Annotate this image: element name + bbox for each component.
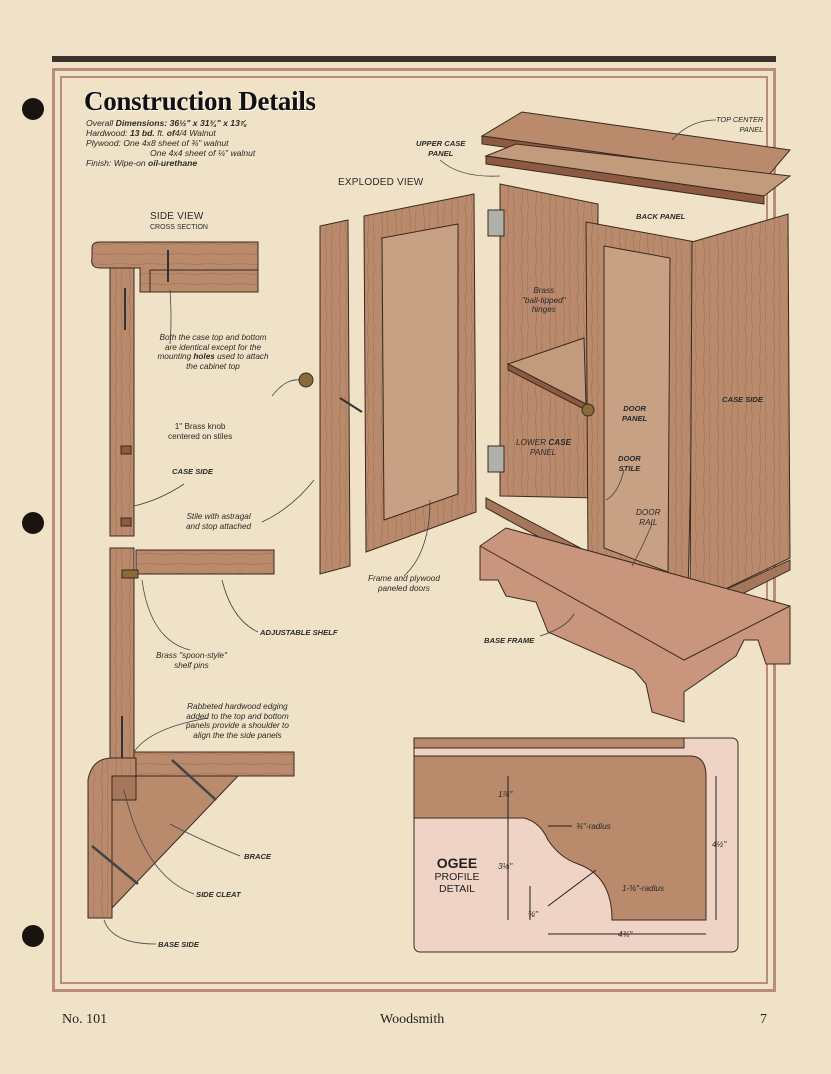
project-specs: Overall Dimensions: 36½" x 31¾" x 13⅞ Ha… xyxy=(86,118,255,168)
label-line: PANEL xyxy=(530,447,557,457)
radius-large-label: 1-⅜"-radius xyxy=(622,884,665,893)
note-line: added to the top and bottom xyxy=(186,711,289,721)
base-frame-label: BASE FRAME xyxy=(484,636,535,645)
spec-label: Hardwood: xyxy=(86,128,128,138)
label-word: CASE xyxy=(548,438,572,447)
label-line: PANEL xyxy=(739,124,764,134)
spec-label: Overall xyxy=(86,118,114,128)
door-rail-label: DOOR RAIL xyxy=(636,508,661,527)
spec-value: 13 bd. xyxy=(129,128,155,138)
note-word: used to attach xyxy=(217,352,269,361)
label-line: hinges xyxy=(531,305,556,314)
exploded-view-drawing xyxy=(298,111,792,723)
note-line: Brass "spoon-style" xyxy=(156,651,227,660)
spec-word: of xyxy=(166,128,175,138)
binder-hole-icon xyxy=(22,512,44,534)
dim-height: 4½" xyxy=(712,840,727,849)
spec-value: One 4x8 sheet of ¾" walnut xyxy=(123,138,229,148)
dim-mid: 3⅛" xyxy=(498,862,513,871)
side-view-subheading: CROSS SECTION xyxy=(150,224,208,231)
label-word: LOWER xyxy=(516,438,547,447)
ogee-detail-title: OGEE PROFILE DETAIL xyxy=(426,855,488,895)
knob-note: 1" Brass knob centered on stiles xyxy=(168,422,232,441)
note-line: Stile with astragal xyxy=(186,512,251,521)
edging-note: Rabbeted hardwood edging added to the to… xyxy=(186,702,289,740)
label-line: UPPER CASE xyxy=(416,139,466,148)
binder-hole-icon xyxy=(22,98,44,120)
spec-key: Dimensions: xyxy=(115,118,168,128)
upper-case-panel-label: UPPER CASE PANEL xyxy=(416,139,465,158)
dim-small: ⅜" xyxy=(528,910,538,919)
note-line: panels provide a shoulder to xyxy=(186,721,289,730)
label-line: paneled doors xyxy=(378,583,430,593)
ogee-title-line: PROFILE xyxy=(434,871,480,883)
label-line: STILE xyxy=(618,463,641,473)
spec-unit: ft. xyxy=(157,128,165,138)
note-word: holes xyxy=(193,352,215,361)
note-line: align the the side panels xyxy=(193,730,282,740)
base-side-label: BASE SIDE xyxy=(158,940,199,949)
label-line: Brass xyxy=(533,286,555,295)
lower-case-panel-label: LOWER CASE PANEL xyxy=(516,438,571,457)
issue-number: No. 101 xyxy=(62,1012,108,1027)
header-rule xyxy=(52,56,776,62)
label-line: Frame and plywood xyxy=(368,574,440,583)
spec-value: 4/4 Walnut xyxy=(174,128,216,138)
exploded-view-heading: EXPLODED VIEW xyxy=(338,177,424,188)
label-line: DOOR xyxy=(618,454,641,463)
doors-note: Frame and plywood paneled doors xyxy=(368,574,440,593)
spec-label: Plywood: xyxy=(86,138,121,148)
ogee-profile-drawing xyxy=(413,737,739,953)
label-line: PANEL xyxy=(622,413,648,423)
note-line: Rabbeted hardwood edging xyxy=(187,702,288,711)
ogee-title-line: DETAIL xyxy=(439,883,475,895)
label-line: PANEL xyxy=(428,148,454,158)
callout-leaders xyxy=(103,119,717,945)
note-line: and stop attached xyxy=(186,521,252,531)
spec-value: oil-urethane xyxy=(148,158,198,168)
note-line: mounting holes used to attach xyxy=(148,352,278,362)
label-line: DOOR xyxy=(623,404,646,413)
ogee-title-line: OGEE xyxy=(436,855,478,871)
note-line: shelf pins xyxy=(174,660,209,670)
top-bottom-note: Both the case top and bottom are identic… xyxy=(148,333,278,371)
back-panel-label: BACK PANEL xyxy=(636,212,686,221)
stile-note: Stile with astragal and stop attached xyxy=(186,512,251,531)
note-line: centered on stiles xyxy=(168,431,233,441)
label-line: TOP CENTER xyxy=(716,115,764,124)
page-title: Construction Details xyxy=(84,86,316,116)
shelf-pins-note: Brass "spoon-style" shelf pins xyxy=(156,651,227,670)
note-line: Both the case top and bottom xyxy=(159,333,267,342)
binder-hole-icon xyxy=(22,925,44,947)
label-line: DOOR xyxy=(636,508,661,517)
adjustable-shelf-label: ADJUSTABLE SHELF xyxy=(260,628,338,637)
top-center-panel-label: TOP CENTER PANEL xyxy=(716,115,763,134)
spec-value: One 4x4 sheet of ¼" walnut xyxy=(150,148,256,158)
door-stile-label: DOOR STILE xyxy=(618,454,641,473)
hinges-label: Brass "ball-tipped" hinges xyxy=(522,286,566,315)
door-panel-label: DOOR PANEL xyxy=(622,404,647,423)
page-number: 7 xyxy=(760,1012,767,1027)
side-view-drawing xyxy=(87,241,295,919)
label-line: "ball-tipped" xyxy=(522,295,566,305)
label-line: RAIL xyxy=(639,517,658,527)
case-side-label: CASE SIDE xyxy=(172,467,213,476)
note-line: the cabinet top xyxy=(186,361,240,371)
brace-label: BRACE xyxy=(244,852,272,861)
spec-word: Wipe-on xyxy=(113,158,146,168)
note-line: are identical except for the xyxy=(164,342,262,352)
magazine-name: Woodsmith xyxy=(380,1012,445,1027)
spec-label: Finish: xyxy=(86,158,112,168)
dim-width: 4¾" xyxy=(618,930,633,939)
note-line: 1" Brass knob xyxy=(174,422,226,431)
case-side-exploded-label: CASE SIDE xyxy=(722,395,763,404)
note-word: mounting xyxy=(157,352,192,361)
side-cleat-label: SIDE CLEAT xyxy=(196,890,241,899)
dim-top: 1⅞" xyxy=(498,790,513,799)
side-view-heading: SIDE VIEW xyxy=(150,211,204,222)
radius-small-label: ¾"-radius xyxy=(576,822,611,831)
spec-value: 36½" x 31¾" x 13⅞ xyxy=(169,118,248,128)
